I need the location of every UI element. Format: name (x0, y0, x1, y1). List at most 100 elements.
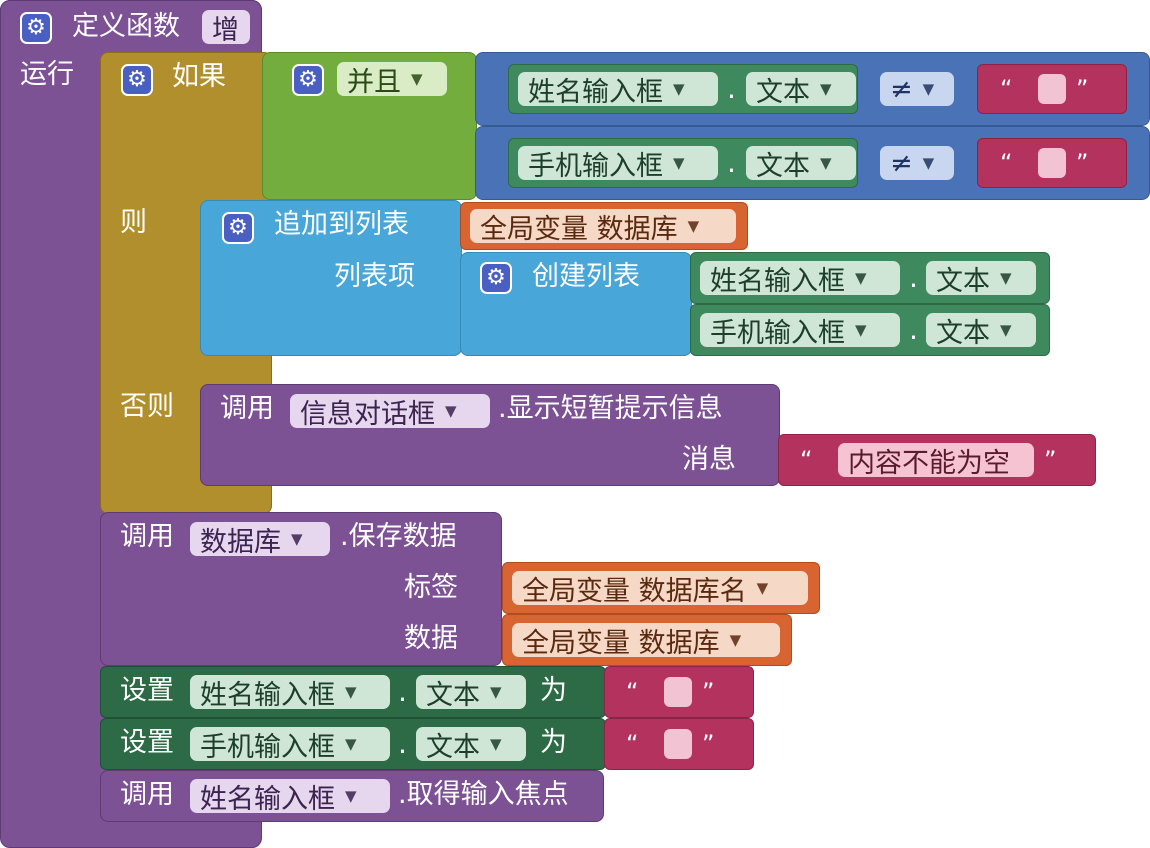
gear-icon[interactable]: ⚙ (222, 212, 254, 244)
close-quote: ” (1076, 149, 1089, 177)
empty-text-slot-1[interactable] (1038, 74, 1066, 104)
chevron-down-icon: ▼ (673, 80, 685, 98)
chevron-down-icon: ▼ (345, 787, 357, 805)
property-name-1: 文本 (756, 76, 810, 108)
dot-separator: . (727, 146, 736, 179)
procedure-title: 定义函数 (72, 11, 180, 42)
call-label: 调用 (220, 393, 274, 424)
call-label: 调用 (120, 779, 174, 810)
database-component-name: 数据库 (200, 526, 281, 558)
message-text: 内容不能为空 (848, 447, 1010, 479)
set-component-name-2: 手机输入框 (200, 731, 335, 763)
focus-method-label: .取得输入焦点 (398, 779, 569, 810)
open-quote: “ (626, 678, 639, 706)
data-label: 数据 (404, 623, 458, 654)
chevron-down-icon: ▼ (345, 735, 357, 753)
and-label: 并且 (347, 66, 401, 98)
dot-separator: . (909, 313, 918, 346)
chevron-down-icon: ▼ (855, 321, 867, 339)
then-label: 则 (120, 207, 147, 238)
component-name-2: 手机输入框 (528, 150, 663, 182)
list-item-property-dropdown-1[interactable]: 文本 ▼ (926, 261, 1036, 297)
dot-separator: . (398, 727, 407, 760)
gear-icon[interactable]: ⚙ (121, 64, 153, 96)
set-property-name-1: 文本 (426, 679, 480, 711)
dialog-component-dropdown[interactable]: 信息对话框 ▼ (290, 394, 490, 430)
open-quote: “ (800, 446, 813, 474)
if-label: 如果 (172, 61, 226, 92)
property-dropdown-1[interactable]: 文本 ▼ (746, 72, 856, 108)
gear-icon[interactable]: ⚙ (292, 64, 324, 96)
create-list-label: 创建列表 (532, 261, 640, 292)
dot-separator: . (727, 72, 736, 105)
dot-separator: . (398, 675, 407, 708)
focus-component-name: 姓名输入框 (200, 783, 335, 815)
chevron-down-icon: ▼ (345, 683, 357, 701)
tag-variable-dropdown[interactable]: 全局变量 数据库名 ▼ (512, 571, 808, 607)
component-name-1: 姓名输入框 (528, 76, 663, 108)
procedure-name-field[interactable]: 增 (202, 10, 250, 46)
save-method-label: .保存数据 (340, 521, 457, 552)
empty-text-slot-2[interactable] (1038, 148, 1066, 178)
else-label: 否则 (120, 391, 174, 422)
set-label: 设置 (120, 675, 174, 706)
chevron-down-icon: ▼ (756, 579, 769, 597)
set-property-dropdown-2[interactable]: 文本▼ (416, 727, 526, 763)
close-quote: ” (1044, 446, 1057, 474)
message-label: 消息 (682, 444, 736, 475)
and-operator-dropdown[interactable]: 并且▼ (337, 62, 447, 98)
operator-1: ≠ (890, 73, 913, 105)
list-item-property-2: 文本 (936, 317, 990, 349)
operator-dropdown-2[interactable]: ≠▼ (880, 146, 954, 180)
operator-dropdown-1[interactable]: ≠▼ (880, 72, 954, 106)
set-component-dropdown-1[interactable]: 姓名输入框▼ (190, 675, 390, 711)
chevron-down-icon: ▼ (673, 154, 685, 172)
append-label: 追加到列表 (274, 209, 409, 240)
data-variable-name: 全局变量 数据库 (522, 627, 720, 659)
chevron-down-icon: ▼ (820, 154, 832, 172)
open-quote: “ (626, 730, 639, 758)
data-variable-dropdown[interactable]: 全局变量 数据库▼ (512, 623, 780, 659)
tag-label: 标签 (404, 572, 458, 603)
to-label: 为 (540, 675, 567, 706)
to-label: 为 (540, 727, 567, 758)
set-empty-text-slot-2[interactable] (664, 729, 692, 759)
chevron-down-icon: ▼ (922, 154, 935, 172)
chevron-down-icon: ▼ (922, 80, 935, 98)
property-dropdown-2[interactable]: 文本 ▼ (746, 146, 856, 182)
chevron-down-icon: ▼ (687, 217, 700, 235)
set-component-dropdown-2[interactable]: 手机输入框 ▼ (190, 727, 390, 763)
chevron-down-icon: ▼ (291, 530, 303, 548)
list-item-component-2: 手机输入框 (710, 317, 845, 349)
list-item-component-1: 姓名输入框 (710, 265, 845, 297)
chevron-down-icon: ▼ (1000, 269, 1012, 287)
gear-icon[interactable]: ⚙ (20, 12, 52, 44)
tag-variable-name: 全局变量 数据库名 (522, 575, 747, 607)
focus-component-dropdown[interactable]: 姓名输入框 ▼ (190, 779, 390, 815)
set-empty-text-slot-1[interactable] (664, 677, 692, 707)
component-dropdown-1[interactable]: 姓名输入框 ▼ (518, 72, 718, 108)
list-variable-dropdown[interactable]: 全局变量 数据库▼ (470, 209, 736, 245)
chevron-down-icon: ▼ (445, 402, 457, 420)
chevron-down-icon: ▼ (1000, 321, 1012, 339)
set-property-dropdown-1[interactable]: 文本▼ (416, 675, 526, 711)
message-text-block[interactable] (778, 434, 1096, 486)
dialog-method-label: .显示短暂提示信息 (498, 393, 723, 424)
list-item-component-dropdown-2[interactable]: 手机输入框 ▼ (700, 313, 900, 349)
set-label: 设置 (120, 727, 174, 758)
list-item-property-dropdown-2[interactable]: 文本 ▼ (926, 313, 1036, 349)
property-name-2: 文本 (756, 150, 810, 182)
component-dropdown-2[interactable]: 手机输入框 ▼ (518, 146, 718, 182)
close-quote: ” (702, 730, 715, 758)
message-text-field[interactable]: 内容不能为空 (838, 443, 1034, 479)
list-item-component-dropdown-1[interactable]: 姓名输入框▼ (700, 261, 900, 297)
gear-icon[interactable]: ⚙ (480, 262, 512, 294)
list-item-property-1: 文本 (936, 265, 990, 297)
open-quote: “ (1000, 75, 1013, 103)
chevron-down-icon: ▼ (490, 735, 502, 753)
database-component-dropdown[interactable]: 数据库 ▼ (190, 522, 330, 558)
chevron-down-icon: ▼ (820, 80, 832, 98)
dialog-component-name: 信息对话框 (300, 398, 435, 430)
procedure-name: 增 (212, 14, 239, 46)
item-label: 列表项 (334, 261, 415, 292)
